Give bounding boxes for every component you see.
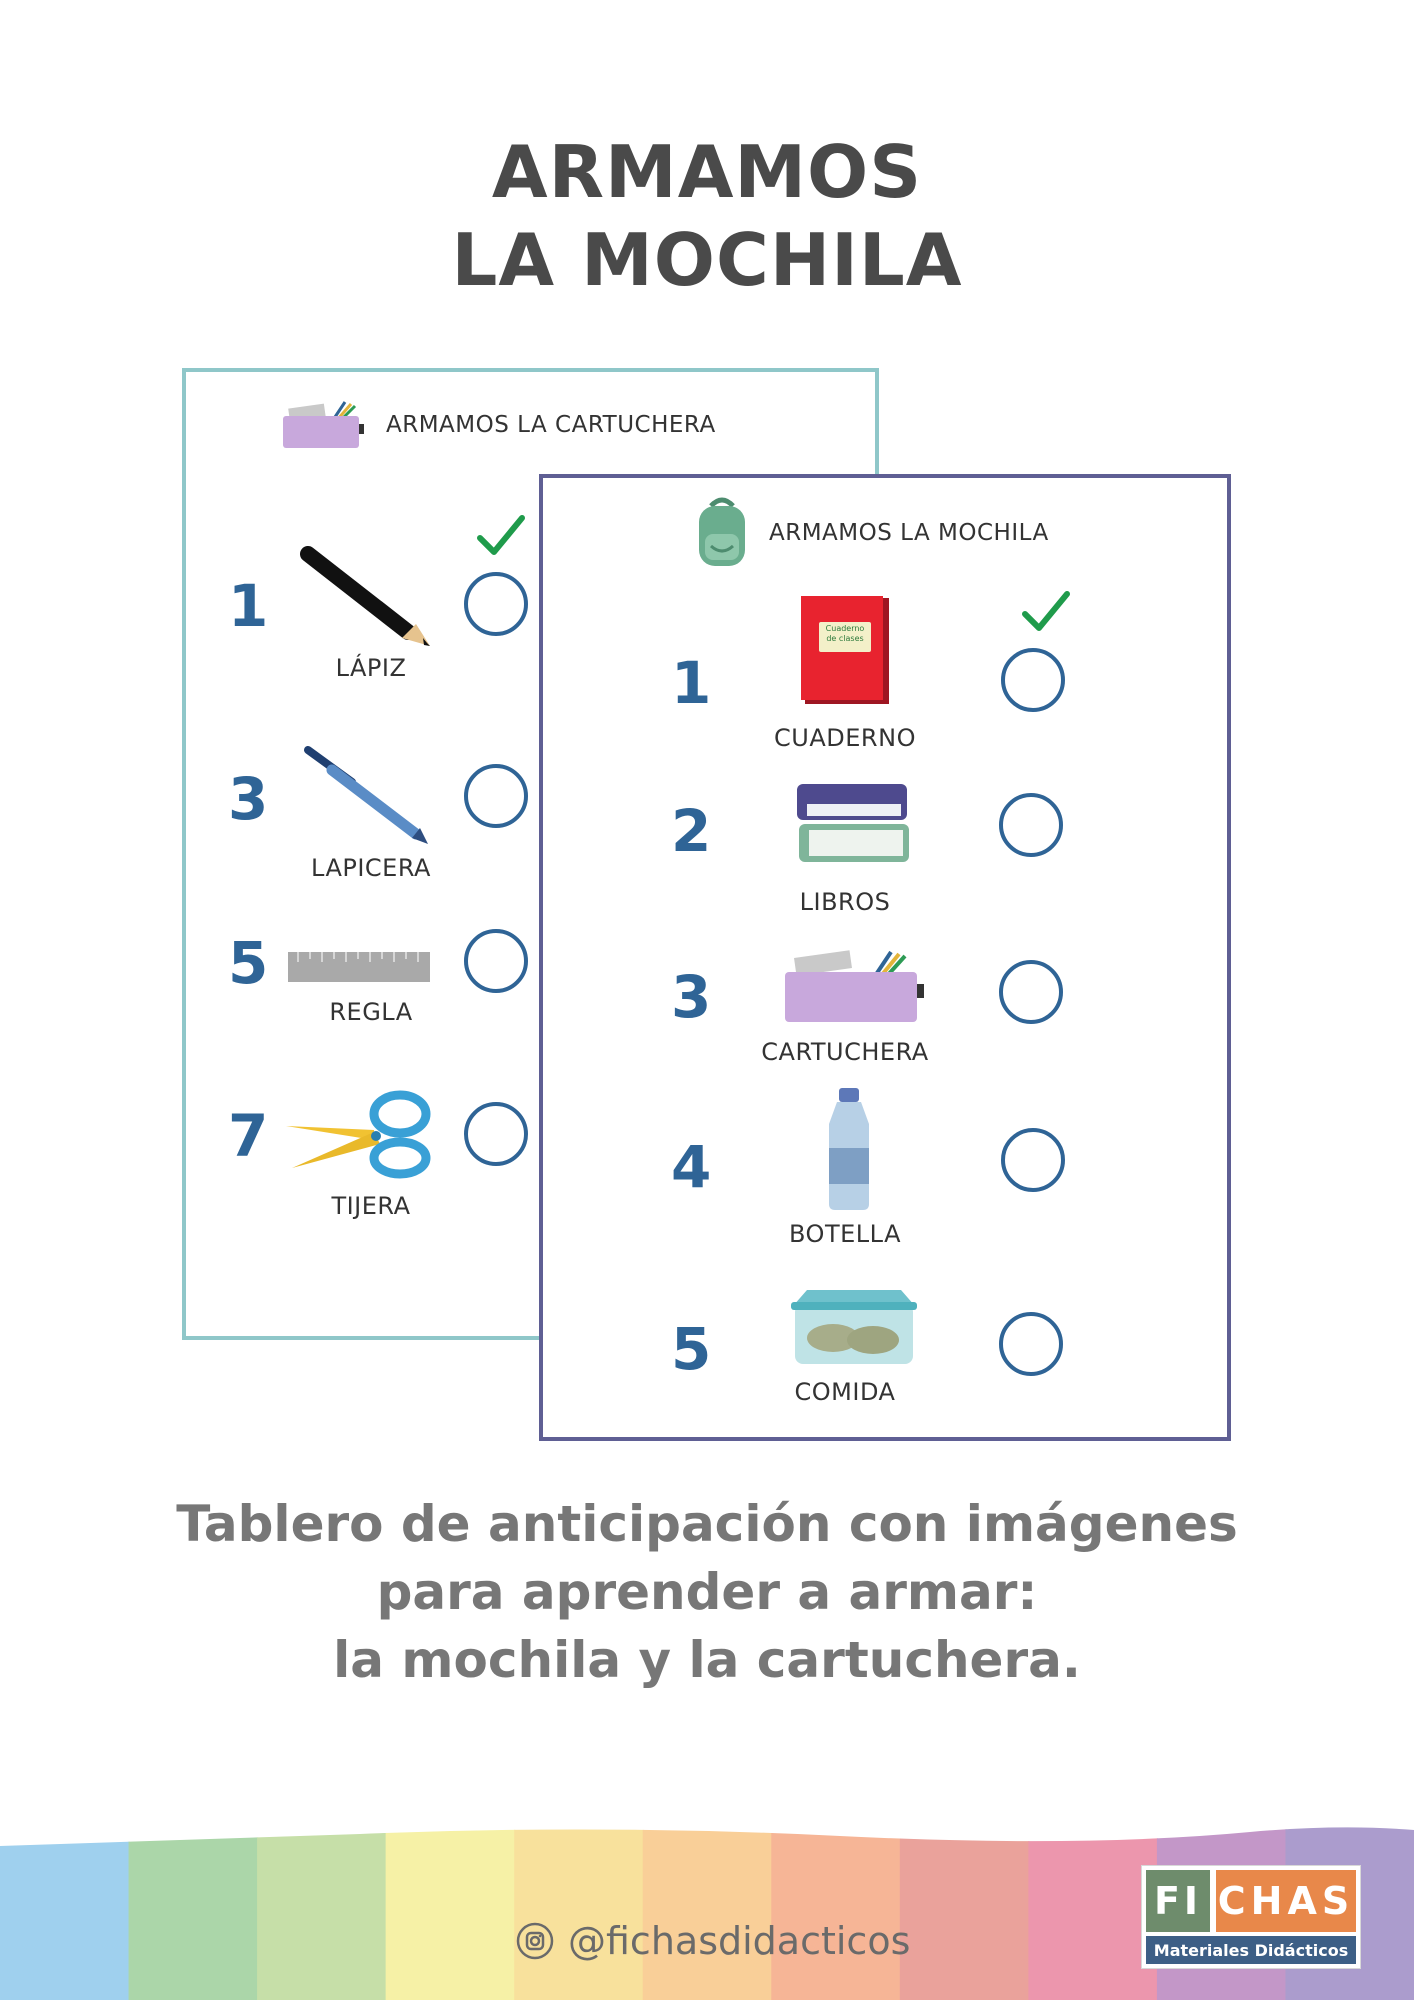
rainbow-stripe <box>385 1827 516 2000</box>
backpack-icon <box>699 497 745 566</box>
page-title-line1: ARMAMOS <box>491 130 923 214</box>
rainbow-stripe <box>128 1827 259 2000</box>
item-label: LIBROS <box>799 888 891 916</box>
backpack-checklist-sheet: ARMAMOS LA MOCHILA 1 Cuaderno de clases … <box>539 474 1231 1441</box>
checkbox-circle[interactable] <box>464 572 528 636</box>
item-number: 5 <box>228 929 269 997</box>
food-container-icon <box>791 1290 917 1364</box>
checkbox-circle[interactable] <box>1001 648 1065 712</box>
pencil-icon <box>300 546 430 646</box>
item-label: COMIDA <box>794 1378 896 1406</box>
item-number: 1 <box>671 649 712 717</box>
item-number: 5 <box>671 1315 712 1383</box>
back-sheet-title: ARMAMOS LA CARTUCHERA <box>386 412 716 438</box>
rainbow-stripe <box>1028 1827 1158 2000</box>
pencil-case-icon <box>785 950 924 1022</box>
description-text: Tablero de anticipación con imágenes par… <box>0 1490 1414 1694</box>
bottle-icon <box>829 1088 869 1210</box>
description-line3: la mochila y la cartuchera. <box>333 1631 1081 1689</box>
checkbox-circle[interactable] <box>464 929 528 993</box>
scissors-icon <box>286 1090 431 1179</box>
pen-icon <box>304 746 428 844</box>
page-title-line2: LA MOCHILA <box>451 218 963 302</box>
pencil-case-icon <box>283 401 364 448</box>
checkbox-circle[interactable] <box>464 764 528 828</box>
item-number: 3 <box>228 765 269 833</box>
rainbow-stripe <box>257 1827 387 2000</box>
item-label: LAPICERA <box>311 854 431 882</box>
item-number: 4 <box>671 1133 712 1201</box>
instagram-handle[interactable]: @fichasdidacticos <box>516 1916 910 1966</box>
rainbow-stripe <box>514 1827 644 2000</box>
rainbow-stripe <box>642 1827 773 2000</box>
item-label: CARTUCHERA <box>761 1038 929 1066</box>
item-label: REGLA <box>329 998 413 1026</box>
logo-part-chas: CHAS <box>1216 1870 1356 1932</box>
item-label: TIJERA <box>331 1192 411 1220</box>
ruler-icon <box>288 952 430 982</box>
books-icon <box>797 784 909 862</box>
notebook-cover-text: Cuaderno <box>825 624 865 633</box>
check-icon <box>1022 591 1070 631</box>
rainbow-stripe <box>771 1827 901 2000</box>
item-number: 3 <box>671 963 712 1031</box>
notebook-cover-text: de clases <box>826 634 864 643</box>
front-sheet-title: ARMAMOS LA MOCHILA <box>769 520 1049 546</box>
item-number: 1 <box>228 572 269 640</box>
checkbox-circle[interactable] <box>999 1312 1063 1376</box>
item-number: 2 <box>671 797 712 865</box>
checkbox-circle[interactable] <box>999 793 1063 857</box>
checkbox-circle[interactable] <box>999 960 1063 1024</box>
item-number: 7 <box>228 1102 269 1170</box>
rainbow-stripe <box>899 1827 1030 2000</box>
logo-tagline: Materiales Didácticos <box>1146 1936 1356 1964</box>
logo-part-fi: FI <box>1146 1870 1210 1932</box>
notebook-icon: Cuaderno de clases <box>801 596 889 706</box>
item-label: CUADERNO <box>774 724 916 752</box>
instagram-handle-text: @fichasdidacticos <box>568 1919 911 1963</box>
checkbox-circle[interactable] <box>1001 1128 1065 1192</box>
item-label: LÁPIZ <box>335 654 407 682</box>
checkbox-circle[interactable] <box>464 1102 528 1166</box>
description-line1: Tablero de anticipación con imágenes <box>176 1495 1238 1553</box>
item-label: BOTELLA <box>789 1220 901 1248</box>
rainbow-footer <box>0 1827 1414 2000</box>
rainbow-stripe <box>0 1827 130 2000</box>
check-icon <box>477 515 525 555</box>
page-title: ARMAMOS LA MOCHILA <box>0 128 1414 304</box>
instagram-icon <box>516 1922 554 1960</box>
description-line2: para aprender a armar: <box>376 1563 1038 1621</box>
fichas-logo: FI CHAS Materiales Didácticos <box>1142 1866 1360 1968</box>
